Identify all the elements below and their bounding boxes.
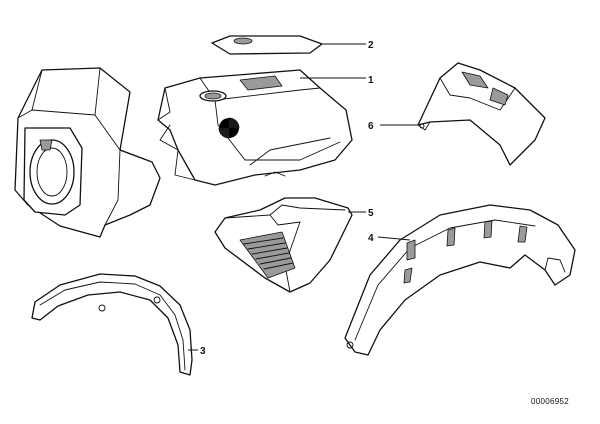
callout-3: 3 — [200, 346, 206, 357]
document-number: 00006952 — [531, 397, 569, 406]
part-headlight-fairing[interactable] — [14, 67, 161, 238]
part-fuel-tank[interactable] — [157, 69, 353, 186]
part-rear-fender[interactable] — [344, 204, 576, 356]
part-side-cover[interactable] — [214, 197, 353, 293]
callout-1: 1 — [368, 75, 374, 86]
callout-4: 4 — [368, 233, 374, 244]
part-tail-cowl[interactable] — [417, 62, 546, 166]
callout-6: 6 — [368, 121, 374, 132]
leader-line-4 — [377, 236, 411, 241]
callout-2: 2 — [368, 40, 374, 51]
part-front-fender[interactable] — [31, 273, 193, 376]
part-tank-pad[interactable] — [211, 35, 323, 55]
callout-5: 5 — [368, 208, 374, 219]
